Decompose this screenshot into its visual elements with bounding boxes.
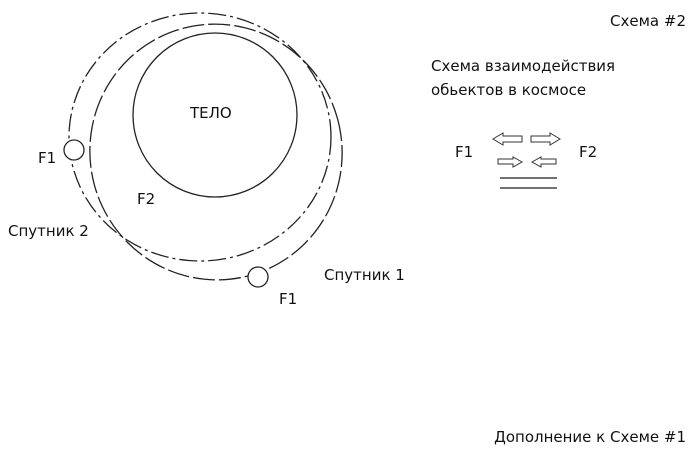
arrow-left-icon (492, 132, 523, 146)
footer-note: Дополнение к Схеме #1 (494, 428, 686, 446)
satellite-1-marker (247, 266, 269, 288)
legend-left-label: F1 (455, 143, 474, 161)
body-force: F2 (137, 190, 156, 208)
legend-title-line2: обьектов в космосе (431, 81, 587, 99)
arrow-right-icon (530, 132, 561, 146)
scheme-title: Схема #2 (610, 12, 686, 30)
satellite-2-label: Спутник 2 (8, 222, 89, 240)
satellite-1-label: Спутник 1 (324, 266, 405, 284)
arrow-left-small-icon (530, 156, 557, 168)
orbit-satellite-1 (89, 23, 343, 281)
force-arrows (492, 132, 561, 168)
legend-right-label: F2 (579, 143, 598, 161)
body-circle (132, 32, 298, 198)
body-label: ТЕЛО (190, 104, 232, 122)
orbit-satellite-2 (68, 12, 332, 262)
satellite-1-force: F1 (279, 290, 298, 308)
legend-title-line1: Схема взаимодействия (431, 57, 616, 75)
satellite-2-force: F1 (38, 149, 57, 167)
satellite-2-marker (63, 139, 85, 161)
arrow-right-small-icon (497, 156, 524, 168)
